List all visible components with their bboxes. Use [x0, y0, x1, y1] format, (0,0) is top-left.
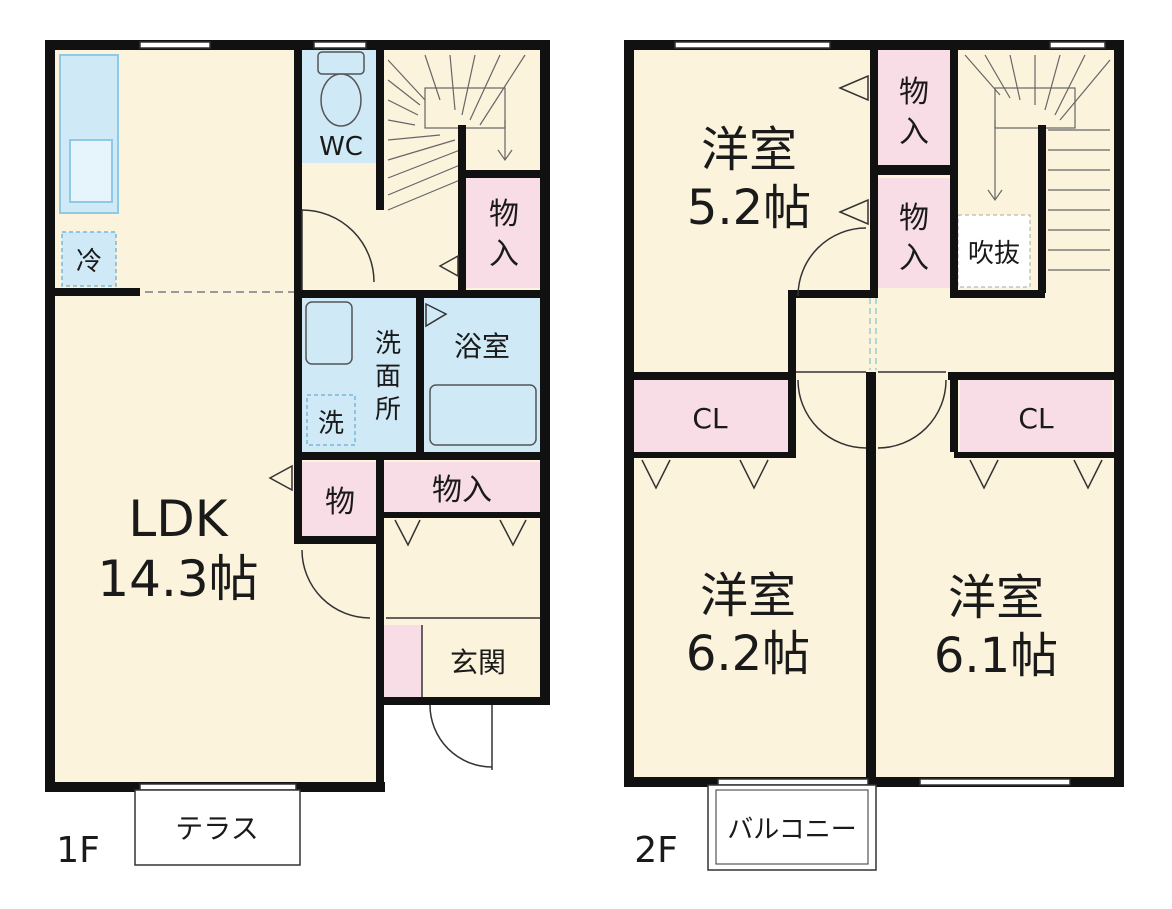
bathroom-label: 浴室	[454, 330, 510, 363]
floor-1: LDK 14.3帖 冷 WC 物 入 洗 面 所 洗 浴室 物 物入 玄関 テラ…	[45, 40, 550, 871]
small-storage-room	[300, 462, 380, 540]
floor2-walls	[624, 40, 1124, 787]
storage-b-label-1: 物	[899, 201, 929, 236]
room-sw-size: 6.2帖	[686, 626, 810, 682]
void-label: 吹抜	[968, 239, 1020, 269]
floor2-level-label: 2F	[634, 830, 678, 871]
wash-basin	[305, 301, 353, 365]
closet-e-room	[960, 380, 1112, 452]
floor2-doors	[641, 74, 1103, 490]
wc-label: WC	[319, 132, 363, 162]
balcony-box	[707, 784, 877, 871]
room-north-size: 5.2帖	[687, 180, 811, 236]
room-se-size: 6.1帖	[934, 628, 1058, 684]
ldk-name: LDK	[128, 490, 228, 548]
fridge-box	[61, 231, 117, 287]
floor1-level-label: 1F	[56, 830, 100, 871]
balcony-inner	[715, 789, 869, 865]
small-storage-label: 物	[325, 485, 355, 520]
washer-box	[306, 394, 356, 446]
storage-a-label-2: 入	[899, 115, 929, 150]
storage-stairs-label-2: 入	[489, 237, 519, 272]
storage-stairs-room	[466, 178, 542, 288]
room-se-name: 洋室	[948, 570, 1044, 626]
washer-label: 洗	[318, 409, 344, 439]
bathtub	[429, 384, 537, 446]
closet-w-label: CL	[692, 402, 728, 435]
floor1-notch	[383, 700, 548, 792]
entrance-label: 玄関	[450, 646, 506, 679]
closet-w-room	[632, 380, 788, 452]
entrance-shoe-storage	[384, 625, 422, 697]
floor1-doors	[268, 209, 540, 770]
storage-hall-room	[384, 462, 542, 512]
room-sw-name: 洋室	[700, 568, 796, 624]
storage-a-label-1: 物	[899, 75, 929, 110]
void-room	[957, 214, 1031, 288]
washroom-label-2: 面	[375, 362, 401, 392]
floor-2: 洋室 5.2帖 洋室 6.2帖 洋室 6.1帖 物 入 物 入 吹抜 CL CL…	[624, 40, 1124, 871]
room-north-name: 洋室	[701, 122, 797, 178]
terrace-box	[134, 789, 301, 866]
stairs-2f	[964, 54, 1111, 271]
storage-a-room	[878, 50, 950, 165]
closet-e-label: CL	[1018, 402, 1054, 435]
storage-b-room	[878, 178, 950, 288]
floor1-walls	[45, 40, 550, 792]
washroom-label-3: 所	[375, 395, 401, 425]
toilet-tank	[317, 51, 365, 75]
storage-stairs-label-1: 物	[489, 197, 519, 232]
storage-hall-label: 物入	[432, 473, 492, 508]
toilet-bowl	[320, 73, 362, 127]
terrace-label: テラス	[175, 812, 258, 845]
kitchen-sink	[69, 139, 113, 203]
floor2-windows	[674, 41, 1106, 786]
storage-b-label-2: 入	[899, 241, 929, 276]
balcony-label: バルコニー	[727, 815, 856, 845]
fridge-label: 冷	[76, 247, 102, 277]
floor1-windows	[139, 41, 367, 791]
washroom-label-1: 洗	[375, 329, 401, 359]
ldk-size: 14.3帖	[97, 550, 258, 608]
